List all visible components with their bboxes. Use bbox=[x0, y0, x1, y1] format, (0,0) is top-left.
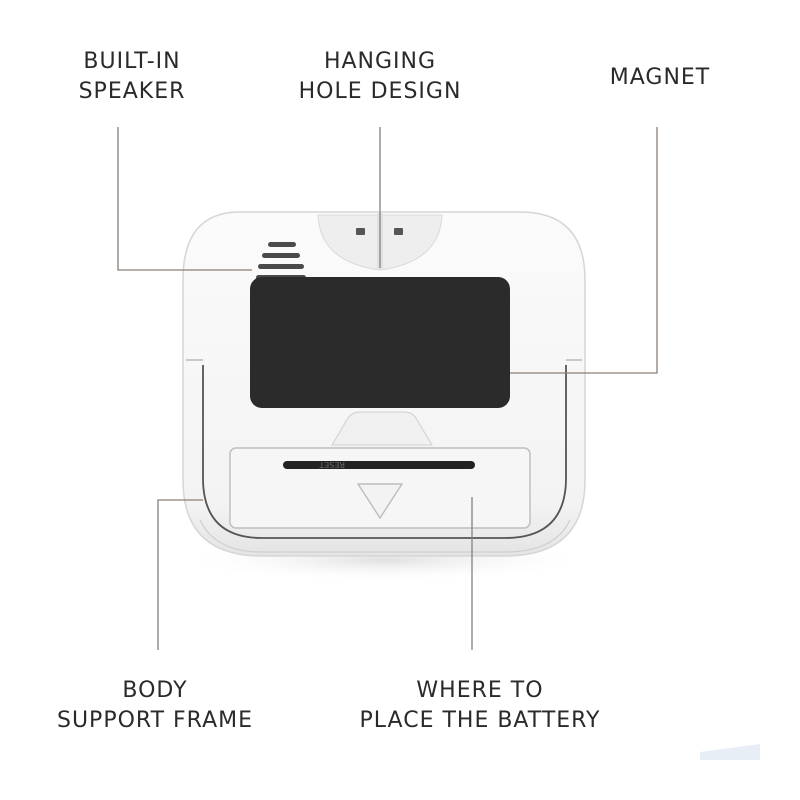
leader-magnet bbox=[510, 127, 658, 374]
open-arrow-icon bbox=[356, 483, 404, 520]
leader-body-frame bbox=[157, 499, 203, 650]
support-frame bbox=[186, 359, 582, 539]
leader-lines bbox=[117, 127, 658, 650]
corner-decoration bbox=[700, 744, 760, 760]
callout-line: SUPPORT FRAME bbox=[56, 708, 253, 733]
magnet-pad bbox=[250, 277, 510, 408]
callout-line: HANGING bbox=[323, 49, 437, 74]
callout-line: MAGNET bbox=[609, 65, 711, 90]
callout-magnet: MAGNET bbox=[590, 63, 730, 93]
battery-door bbox=[229, 447, 531, 529]
callout-body-support-frame: BODY SUPPORT FRAME bbox=[40, 676, 270, 736]
callout-line: SPEAKER bbox=[78, 79, 186, 104]
leader-speaker bbox=[117, 127, 252, 271]
callout-line: PLACE THE BATTERY bbox=[359, 708, 601, 733]
door-tab bbox=[331, 411, 433, 446]
callout-line: WHERE TO bbox=[416, 678, 544, 703]
callout-line: BUILT-IN bbox=[83, 49, 181, 74]
reset-label: RESET bbox=[319, 460, 345, 469]
callout-hanging-hole: HANGING HOLE DESIGN bbox=[290, 47, 470, 107]
callout-battery-location: WHERE TO PLACE THE BATTERY bbox=[350, 676, 610, 736]
callout-line: HOLE DESIGN bbox=[298, 79, 462, 104]
reset-slot bbox=[283, 461, 475, 469]
callout-built-in-speaker: BUILT-IN SPEAKER bbox=[62, 47, 202, 107]
callout-line: BODY bbox=[122, 678, 188, 703]
